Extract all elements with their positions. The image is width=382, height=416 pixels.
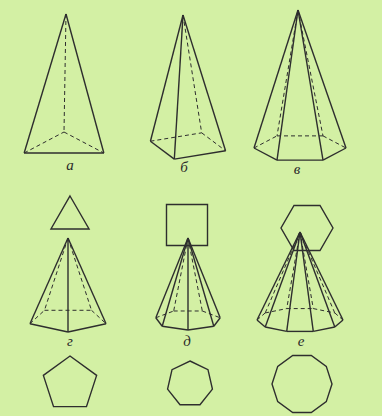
pyramid [24,14,104,153]
visible-edge [300,232,335,327]
visible-edge [188,326,214,330]
hidden-edge [64,14,66,132]
figure-letter: в [294,162,301,177]
visible-edge [183,15,226,151]
base-polygon [166,204,207,245]
visible-edge [298,10,346,148]
hidden-edge [202,133,226,151]
visible-edge [188,238,214,326]
figure-letter: г [67,334,73,349]
visible-edge [156,238,188,318]
hidden-edge [287,232,300,309]
figure-letter: д [183,334,191,349]
visible-edge [287,331,314,332]
visible-edge [335,320,343,327]
pyramid [30,238,106,332]
hidden-edge [287,308,314,309]
visible-edge [150,15,183,141]
hidden-edge [64,132,104,153]
visible-edge [67,238,68,332]
visible-edge [187,238,188,330]
hidden-edge [92,310,107,323]
visible-edge [323,148,346,160]
hidden-edge [300,232,313,309]
visible-edge [68,324,106,332]
visible-edge [257,320,265,327]
base-polygon [272,355,332,412]
base-polygon [51,196,89,229]
figure-letter: б [180,160,188,175]
hidden-edge [183,15,202,133]
hidden-edge [300,232,335,313]
visible-edge [277,10,298,160]
visible-edge [68,238,106,324]
base-polygon [168,361,213,405]
visible-edge [30,324,68,332]
visible-edge [257,232,300,320]
visible-edge [265,327,287,331]
visible-edge [174,15,183,159]
visible-edge [254,10,298,148]
figure-letter: а [66,158,74,173]
hidden-edge [44,238,68,310]
hidden-edge [188,238,202,311]
hidden-edge [265,232,300,313]
hidden-edge [298,10,323,136]
hidden-edge [277,135,323,136]
pyramid [150,15,225,159]
visible-edge [174,151,225,159]
pyramid [156,238,220,330]
visible-edge [298,10,323,160]
figure-letter: е [298,334,305,349]
base-polygon [43,356,96,407]
visible-edge [162,238,188,326]
visible-edge [66,14,104,153]
base-polygon [281,205,333,250]
visible-edge [150,141,174,159]
visible-edge [265,232,300,327]
hidden-edge [265,309,287,313]
visible-edge [313,327,335,331]
visible-edge [162,326,188,330]
hidden-edge [277,10,298,136]
visible-edge [156,318,162,326]
visible-edge [24,152,104,153]
visible-edge [30,238,68,324]
visible-edge [277,159,323,160]
pyramid [254,10,346,160]
hidden-edge [68,238,92,310]
visible-edge [24,14,66,153]
visible-edge [188,238,220,318]
hidden-edge [174,238,188,311]
hidden-edge [30,310,45,323]
pyramid [257,232,343,331]
hidden-edge [313,309,335,313]
visible-edge [214,318,220,326]
visible-edge [254,148,277,160]
